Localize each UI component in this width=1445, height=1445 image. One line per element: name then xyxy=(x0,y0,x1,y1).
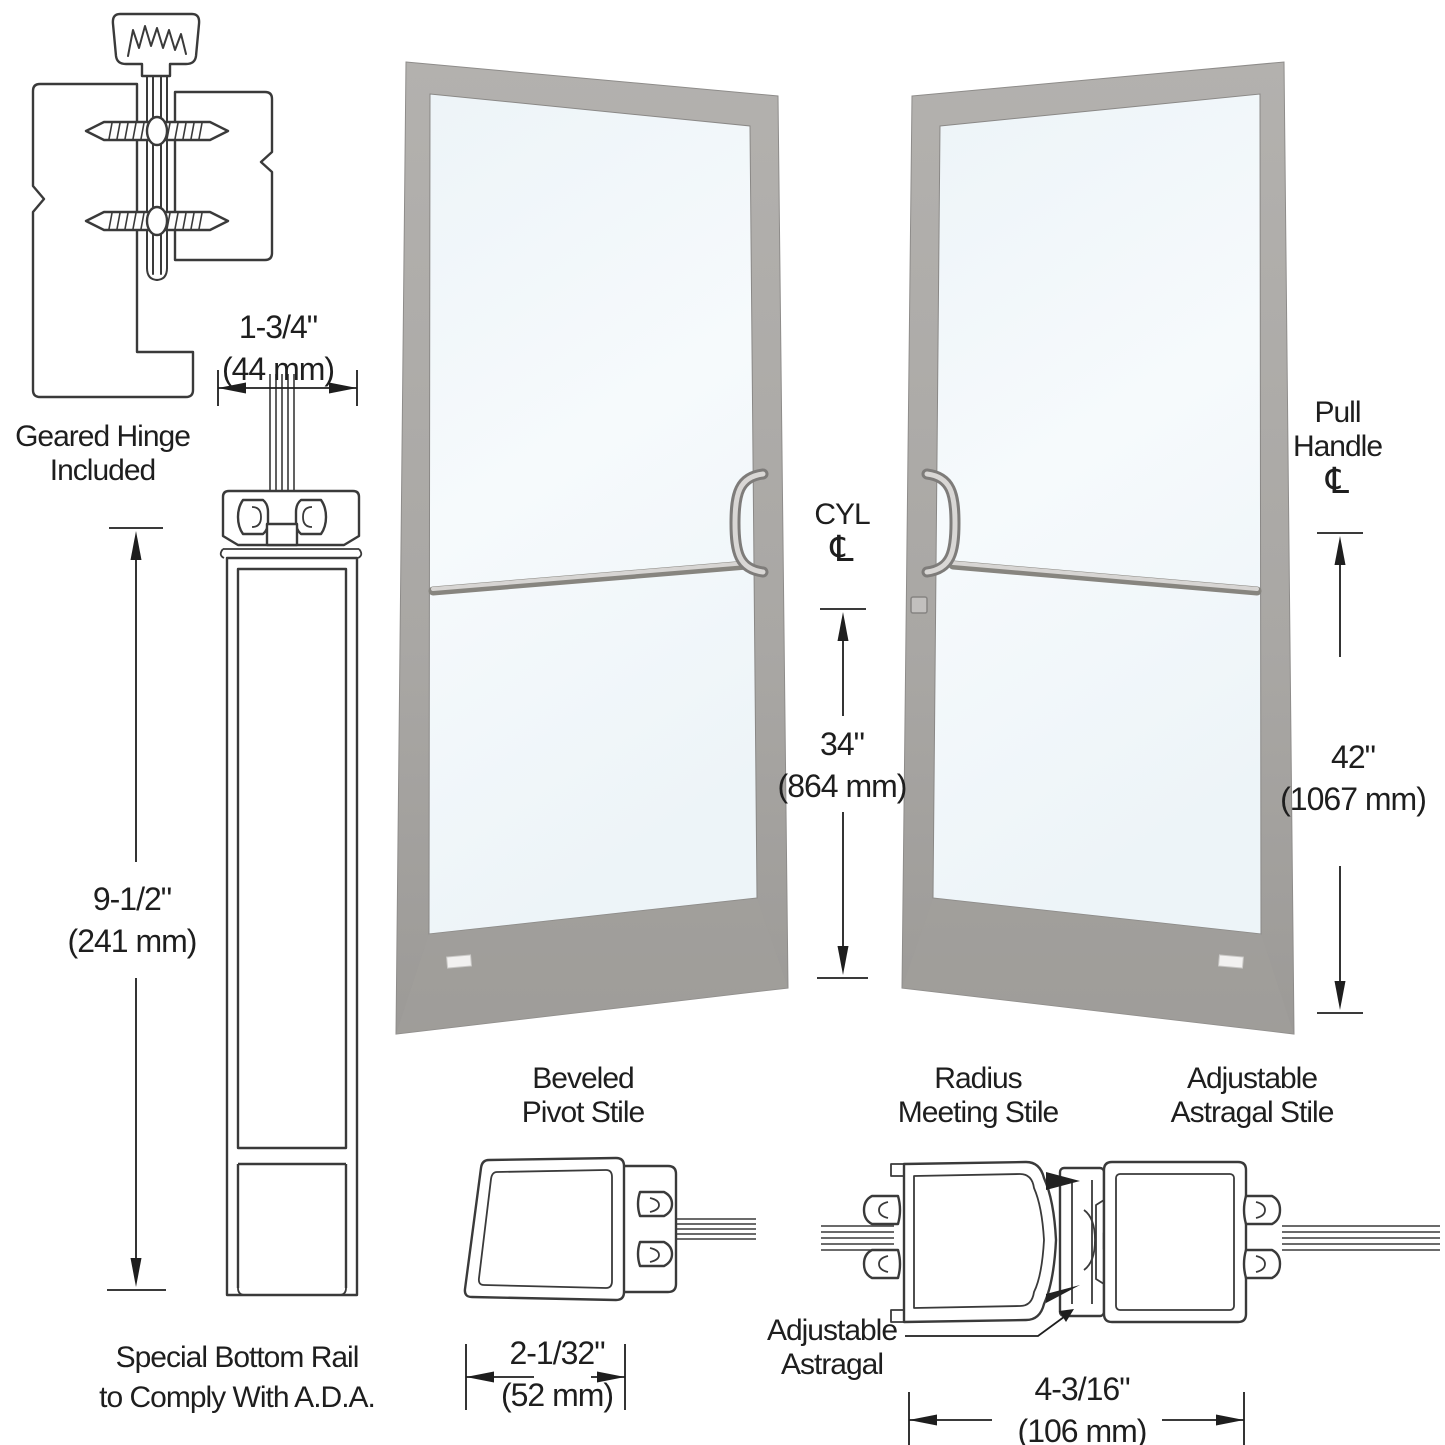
hinge-left-panel xyxy=(31,82,195,399)
left-door-push-bar xyxy=(428,560,752,596)
right-door-push-bar xyxy=(948,560,1262,596)
hinge-screw-bottom xyxy=(84,205,230,237)
dim-astragal-width-text: 4-3/16" (106 mm) xyxy=(1017,1371,1148,1445)
left-door-rail-tag xyxy=(446,954,473,969)
left-door-pull-handle xyxy=(729,468,769,578)
cylinder-lock xyxy=(910,596,928,614)
right-door-bottom-rail xyxy=(902,898,1294,1034)
label-astragal-stile: Adjustable Astragal Stile xyxy=(1170,1062,1335,1129)
astragal-leader-line xyxy=(905,1309,1074,1337)
pivot-stile-section xyxy=(463,1156,756,1302)
dimension-lines xyxy=(107,370,1363,1445)
dim-pivot-width-text: 2-1/32" (52 mm) xyxy=(500,1335,614,1413)
astragal-stile-section xyxy=(1102,1160,1248,1324)
dim-pull-height-text: 42" (1067 mm) xyxy=(1280,739,1427,817)
dim-pivot-width-line xyxy=(465,1344,626,1410)
right-door-pull-handle xyxy=(921,468,961,578)
label-cyl: CYL ℄ xyxy=(792,498,892,568)
right-door xyxy=(901,61,1295,1035)
hinge-right-panel xyxy=(173,90,274,262)
label-pull-handle: Pull Handle ℄ xyxy=(1245,396,1430,500)
dim-cyl-height-text: 34" (864 mm) xyxy=(777,726,908,804)
label-pivot-stile: Beveled Pivot Stile xyxy=(521,1062,645,1129)
label-meeting-stile: Radius Meeting Stile xyxy=(897,1062,1059,1129)
dim-astragal-width-line xyxy=(908,1392,1245,1445)
bottom-rail-profile xyxy=(219,374,363,1297)
dim-rail-height-line xyxy=(107,527,166,1291)
hinge-gear-cap xyxy=(111,12,201,78)
left-door-glass xyxy=(428,93,758,935)
label-bottom-rail: Special Bottom Rail to Comply With A.D.A… xyxy=(99,1341,376,1414)
right-door-glass xyxy=(932,93,1262,935)
dim-stile-width-line xyxy=(217,370,358,406)
dim-rail-height-text: 9-1/2" (241 mm) xyxy=(67,881,198,959)
cyl-centerline-symbol: ℄ xyxy=(830,529,854,570)
left-door-bottom-rail xyxy=(396,898,788,1034)
dim-stile-width-text: 1-3/4" (44 mm) xyxy=(221,309,335,387)
radius-meeting-stile-section xyxy=(902,1160,1058,1324)
dim-cyl-height-line xyxy=(817,608,868,979)
meeting-astragal-sections xyxy=(821,1160,1440,1324)
pull-handle-centerline-symbol: ℄ xyxy=(1325,461,1350,502)
label-astragal: Adjustable Astragal xyxy=(766,1314,898,1381)
right-door-rail-tag xyxy=(1217,954,1244,969)
left-door xyxy=(395,61,789,1035)
hinge-screw-top xyxy=(84,115,230,147)
label-geared-hinge: Geared Hinge Included xyxy=(15,420,191,487)
dim-pull-height-line xyxy=(1317,532,1363,1014)
geared-hinge-section xyxy=(31,12,274,399)
